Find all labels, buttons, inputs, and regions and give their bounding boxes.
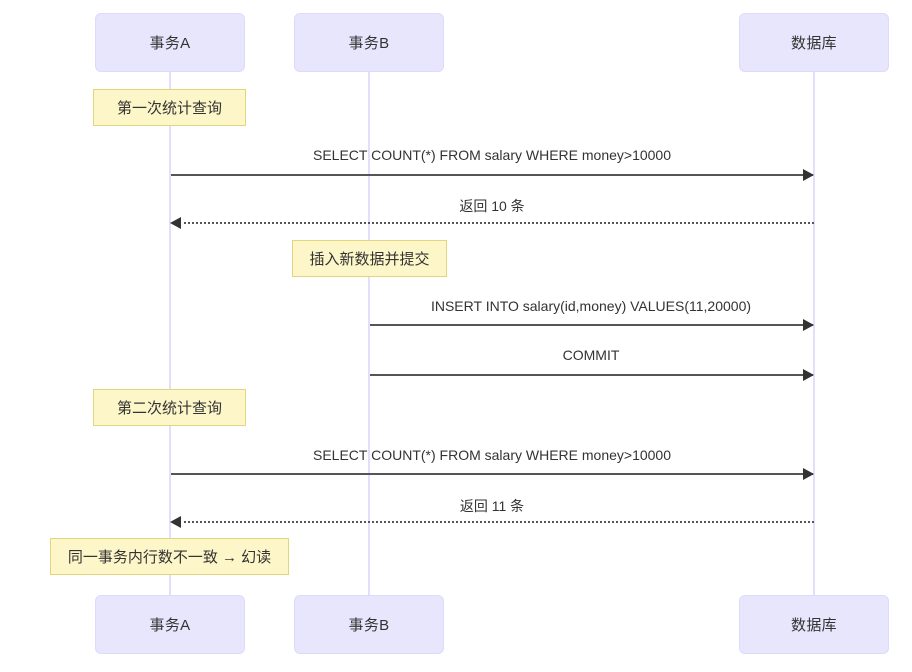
arrowhead-m4-icon <box>803 369 814 381</box>
participant-label: 数据库 <box>791 35 837 52</box>
participant-database-bottom[interactable]: 数据库 <box>739 595 889 654</box>
participant-label: 数据库 <box>791 617 837 634</box>
note-insert-and-commit: 插入新数据并提交 <box>292 240 447 277</box>
note-second-count-query: 第二次统计查询 <box>93 389 246 426</box>
message-label-m2: 返回 10 条 <box>459 196 524 216</box>
message-text: COMMIT <box>562 347 620 363</box>
participant-label: 事务A <box>149 617 191 634</box>
message-text: SELECT COUNT(*) FROM salary WHERE money>… <box>313 447 671 463</box>
participant-transaction-a-bottom[interactable]: 事务A <box>95 595 245 654</box>
participant-label: 事务B <box>348 617 390 634</box>
lifeline-transaction-b <box>368 72 370 599</box>
arrowhead-m5-icon <box>803 468 814 480</box>
note-phantom-read-conclusion: 同一事务内行数不一致 → 幻读 <box>50 538 289 575</box>
message-text: SELECT COUNT(*) FROM salary WHERE money>… <box>313 147 671 163</box>
message-label-m4: COMMIT <box>563 347 620 363</box>
note-first-count-query: 第一次统计查询 <box>93 89 246 126</box>
message-label-m1: SELECT COUNT(*) FROM salary WHERE money>… <box>313 147 671 163</box>
message-line-m6 <box>179 521 814 523</box>
arrowhead-m1-icon <box>803 169 814 181</box>
message-text: 返回 11 条 <box>459 498 525 514</box>
arrowhead-m3-icon <box>803 319 814 331</box>
note-text: 第一次统计查询 <box>116 100 222 117</box>
message-line-m4 <box>370 374 813 376</box>
message-text: INSERT INTO salary(id,money) VALUES(11,2… <box>430 298 752 314</box>
message-line-m3 <box>370 324 813 326</box>
participant-transaction-a-top[interactable]: 事务A <box>95 13 245 72</box>
message-label-m6: 返回 11 条 <box>460 496 524 516</box>
message-line-m5 <box>171 473 813 475</box>
message-text: 返回 10 条 <box>459 198 525 214</box>
message-label-m3: INSERT INTO salary(id,money) VALUES(11,2… <box>431 298 751 314</box>
arrowhead-m6-icon <box>170 516 181 528</box>
participant-transaction-b-top[interactable]: 事务B <box>294 13 444 72</box>
participant-label: 事务A <box>149 35 191 52</box>
participant-label: 事务B <box>348 35 390 52</box>
note-text: 第二次统计查询 <box>116 400 222 417</box>
participant-database-top[interactable]: 数据库 <box>739 13 889 72</box>
note-text: 插入新数据并提交 <box>309 251 430 268</box>
message-line-m2 <box>179 222 814 224</box>
lifeline-transaction-a <box>169 72 171 599</box>
message-line-m1 <box>171 174 813 176</box>
arrowhead-m2-icon <box>170 217 181 229</box>
lifeline-database <box>813 72 815 599</box>
note-text: 同一事务内行数不一致 → 幻读 <box>67 549 272 566</box>
participant-transaction-b-bottom[interactable]: 事务B <box>294 595 444 654</box>
message-label-m5: SELECT COUNT(*) FROM salary WHERE money>… <box>313 447 671 463</box>
